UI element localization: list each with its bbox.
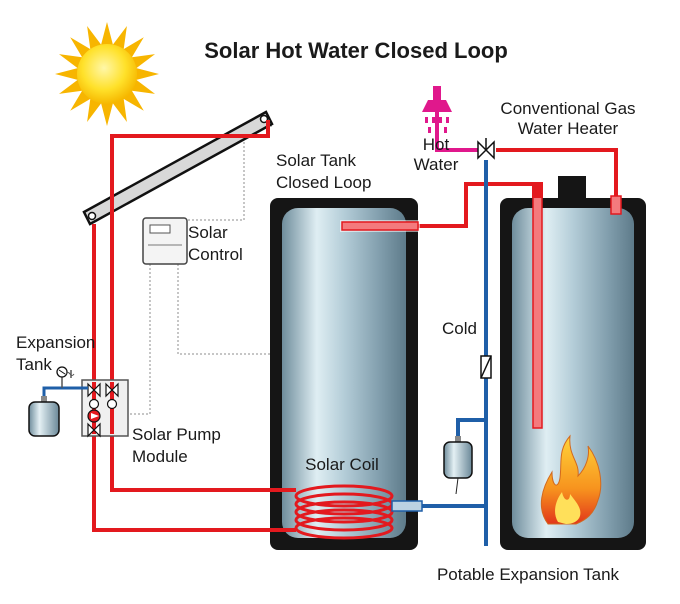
hot-water-pipe <box>422 86 478 152</box>
solar-coil <box>294 484 394 540</box>
sun-icon <box>55 22 159 126</box>
gas-heater-label: Conventional Gas <box>500 99 635 118</box>
cold-inlet-fitting <box>391 500 423 512</box>
potable-expansion-tank-label: Potable Expansion Tank <box>437 565 620 584</box>
pump-module-label: Solar Pump <box>132 425 221 444</box>
cold-label: Cold <box>442 319 477 338</box>
hot-water-label: Water <box>414 155 459 174</box>
solar-loop-pipe <box>92 120 296 532</box>
solar-control-label: Control <box>188 245 243 264</box>
valve-icon <box>87 382 101 398</box>
control-wiring <box>126 125 272 415</box>
expansion-tank-label: Expansion <box>16 333 95 352</box>
potable-expansion-tank <box>443 436 473 495</box>
diagram-title: Solar Hot Water Closed Loop <box>204 38 508 63</box>
solar-collector-panel <box>82 110 274 226</box>
check-valve-icon <box>480 355 492 379</box>
shower-head-icon <box>422 100 452 112</box>
solar-expansion-tank <box>28 366 88 437</box>
solar-tank-label: Solar Tank <box>276 151 357 170</box>
solar-control-box <box>142 217 188 265</box>
valve-icon <box>105 382 119 398</box>
pump-module-label: Module <box>132 447 188 466</box>
solar-coil-label: Solar Coil <box>305 455 379 474</box>
valve-icon <box>87 422 101 438</box>
labels: Hot Water Conventional Gas Water Heater … <box>16 99 636 584</box>
heater-hot-outlet-pipe <box>496 148 622 215</box>
solar-control-label: Solar <box>188 223 228 242</box>
gas-heater-label: Water Heater <box>518 119 619 138</box>
flame-icon <box>540 434 602 525</box>
solar-pump-module <box>81 379 129 438</box>
mixing-valve-icon <box>477 138 495 160</box>
solar-storage-tank <box>270 198 418 550</box>
expansion-tank-label: Tank <box>16 355 52 374</box>
cold-water-pipe <box>418 160 488 546</box>
hot-transfer-pipe <box>340 182 543 429</box>
solar-tank-label: Closed Loop <box>276 173 371 192</box>
hot-water-label: Hot <box>423 135 450 154</box>
